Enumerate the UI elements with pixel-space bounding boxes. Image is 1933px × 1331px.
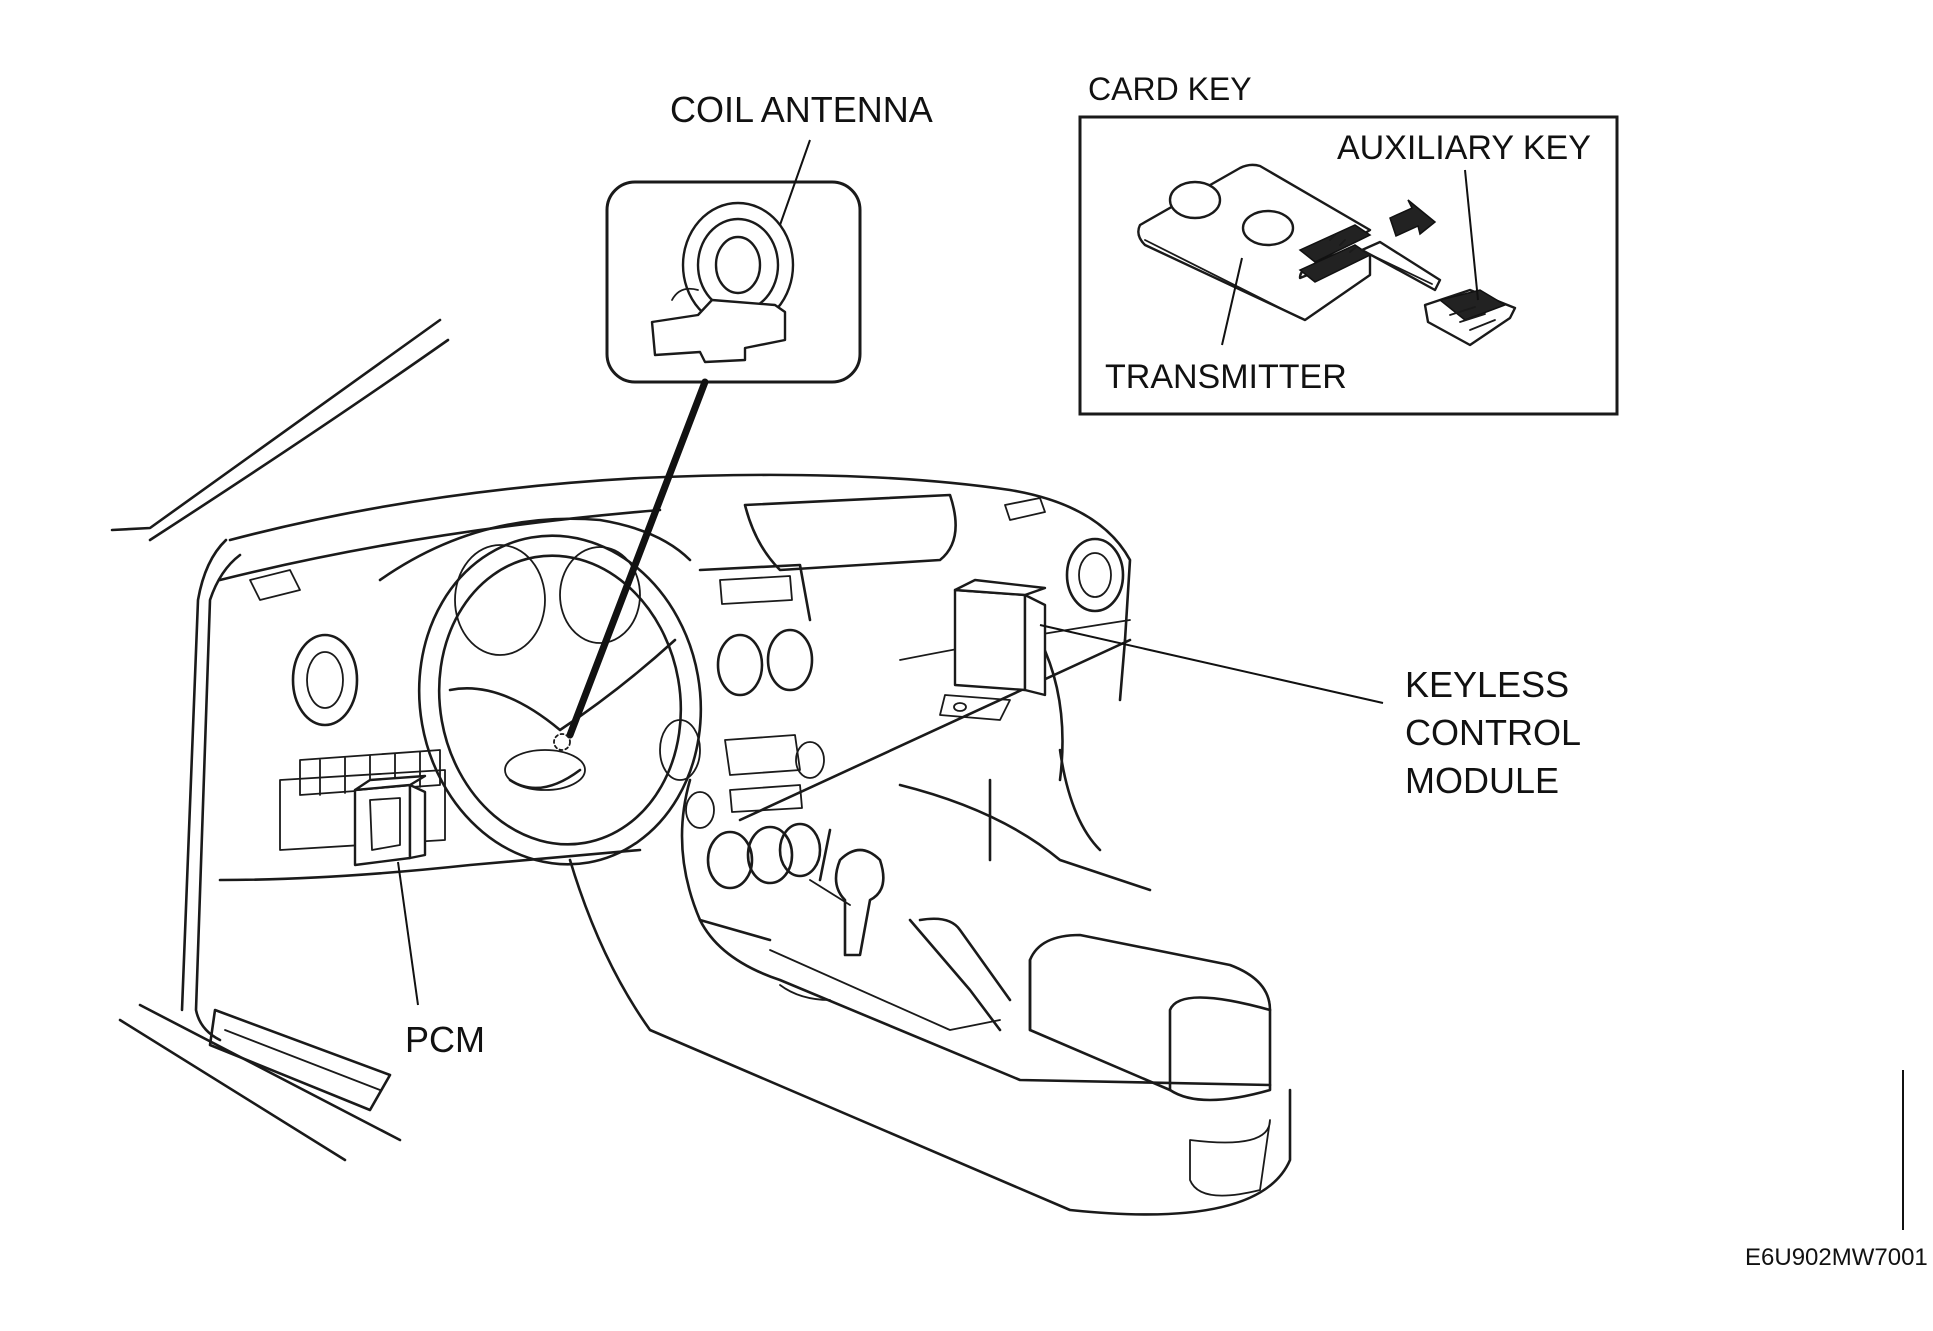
keyless-control-module-label-line2: CONTROL bbox=[1405, 712, 1582, 753]
transmitter-label: TRANSMITTER bbox=[1105, 358, 1347, 396]
floor-console bbox=[568, 858, 1292, 1216]
figure-code: E6U902MW7001 bbox=[1745, 1244, 1928, 1271]
passenger-area bbox=[898, 748, 1152, 892]
label-leaders bbox=[397, 624, 1384, 1006]
pcm-unit bbox=[353, 774, 427, 867]
card-key-box bbox=[1078, 115, 1619, 416]
door-frame bbox=[110, 318, 450, 1162]
pcm-label: PCM bbox=[405, 1019, 485, 1060]
steering-wheel bbox=[378, 517, 703, 866]
keyless-control-module-label-line1: KEYLESS bbox=[1405, 664, 1570, 705]
coil-antenna-label: COIL ANTENNA bbox=[670, 89, 933, 130]
coil-antenna-callout bbox=[553, 139, 862, 751]
auxiliary-key-label: AUXILIARY KEY bbox=[1337, 129, 1591, 167]
keyless-control-module-label-line3: MODULE bbox=[1405, 760, 1560, 801]
card-key-label: CARD KEY bbox=[1088, 71, 1252, 107]
center-console bbox=[680, 563, 885, 957]
keyless-control-module-unit bbox=[939, 578, 1047, 721]
